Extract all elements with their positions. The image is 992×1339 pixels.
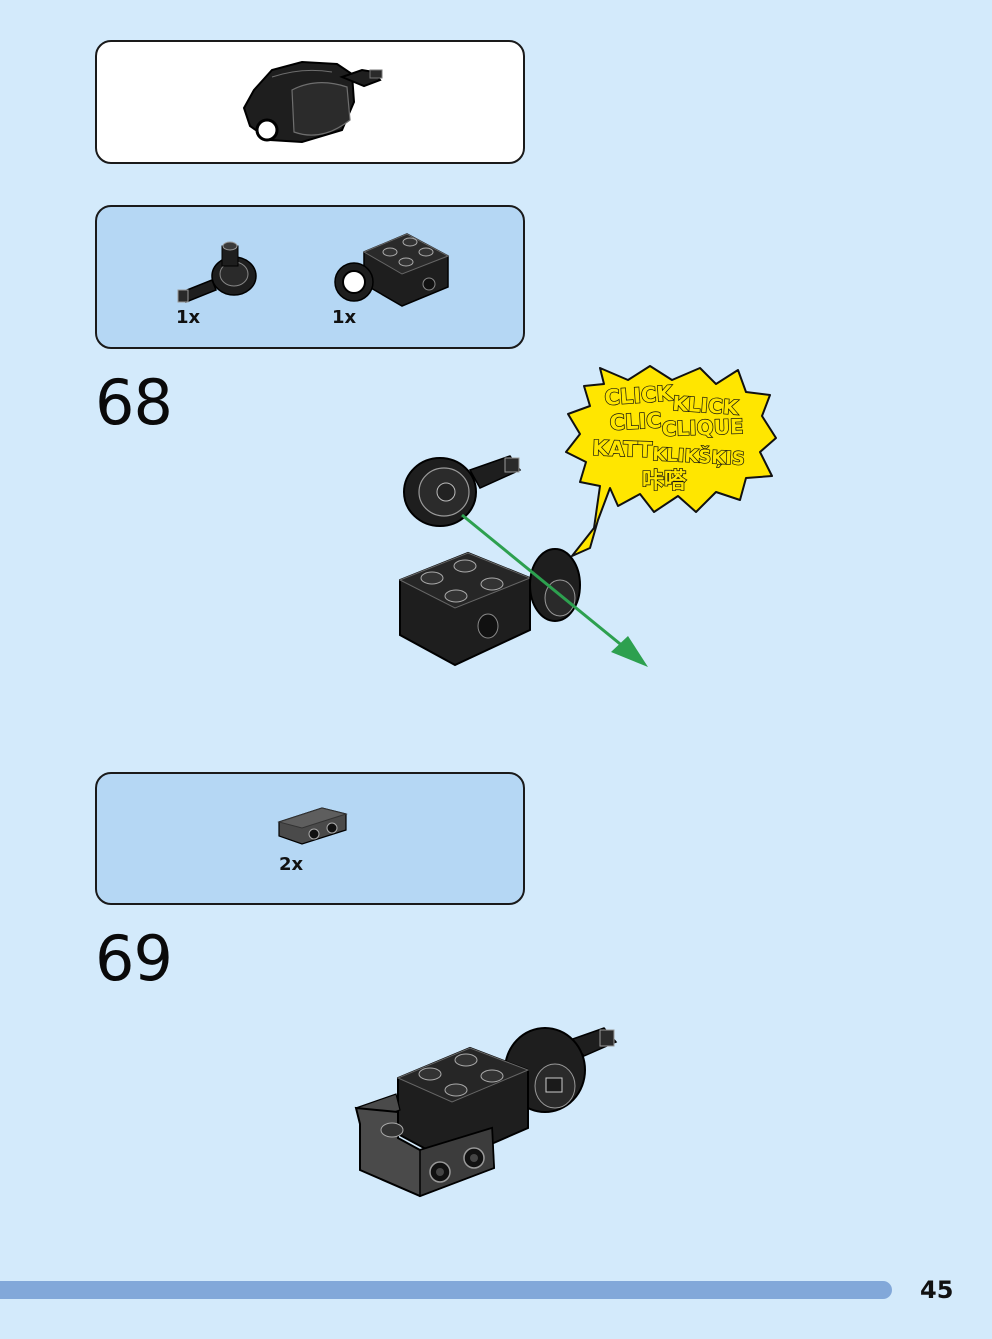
sound-word: 咔嗒 xyxy=(642,468,687,494)
footer-progress-bar xyxy=(0,1281,892,1299)
part-bracket-plate xyxy=(277,807,348,845)
parts-box-1: 1x 1x xyxy=(95,205,525,349)
part-brick-with-pin-hole xyxy=(334,233,450,307)
part-axle-connector xyxy=(177,241,257,303)
sound-word: CLIQUE xyxy=(661,414,744,441)
sound-word: CLICK xyxy=(604,381,675,410)
step-number: 69 xyxy=(95,922,173,995)
part-quantity: 1x xyxy=(332,307,357,328)
sound-word: KATT xyxy=(592,436,654,462)
subassembly-callout xyxy=(95,40,525,164)
page-number: 45 xyxy=(920,1276,954,1304)
part-quantity: 2x xyxy=(279,854,304,875)
subassembly-image xyxy=(242,60,383,144)
click-sound-burst: CLICK KLICK CLIC CLIQUE KATT KLIKŠĶIS 咔嗒 xyxy=(565,365,777,557)
step-68-illustration xyxy=(398,455,648,667)
sound-word: CLIC xyxy=(609,408,662,435)
part-quantity: 1x xyxy=(176,307,201,328)
parts-box-2: 2x xyxy=(95,772,525,905)
step-69-illustration xyxy=(354,1027,618,1198)
step-number: 68 xyxy=(95,366,173,439)
sound-word: KLICK xyxy=(672,391,741,420)
